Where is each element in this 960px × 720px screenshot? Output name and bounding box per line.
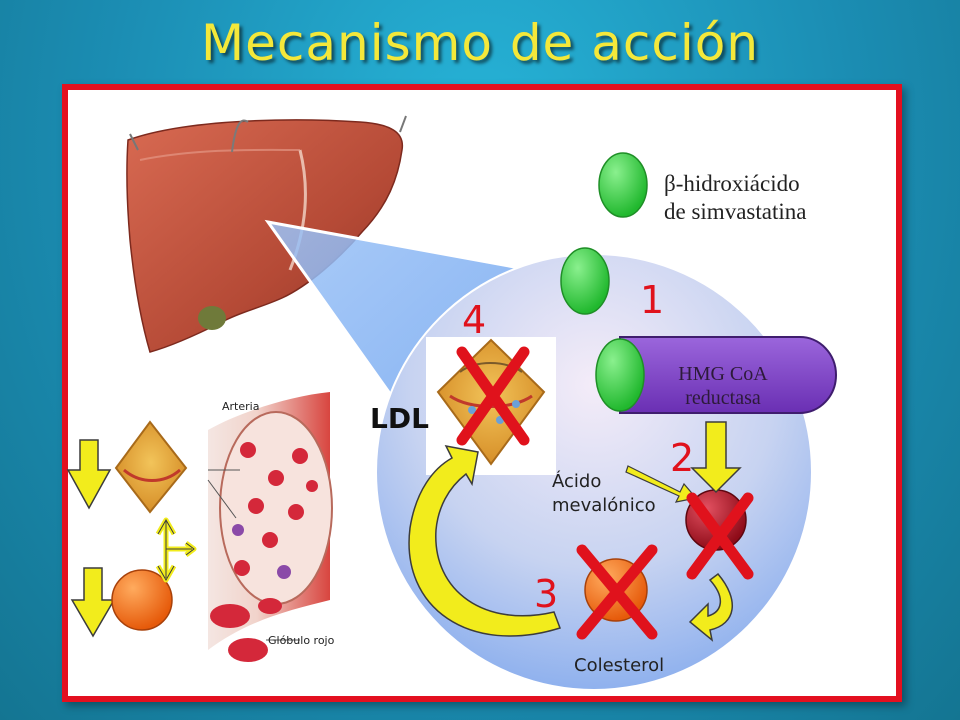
enzyme-label-line-1: HMG CoA	[678, 363, 768, 385]
ldl-decrease-indicator	[66, 420, 188, 514]
artery-illustration	[207, 392, 333, 662]
cholesterol-decrease-indicator	[70, 567, 173, 638]
legend-line-1: β-hidroxiácido	[664, 171, 800, 196]
enzyme-to-mevalonic-arrow	[690, 421, 742, 494]
enzyme-label: HMG CoA reductasa	[653, 362, 793, 410]
step-number-2: 2	[670, 436, 695, 480]
mevalonic-acid-label: Ácido mevalónico	[552, 470, 656, 518]
liver-illustration	[126, 115, 407, 353]
cross-ldl	[456, 346, 530, 446]
mevalonic-to-cholesterol-arrow	[688, 572, 733, 642]
acid-label-arrow	[625, 465, 698, 503]
cross-cholesterol	[576, 544, 658, 640]
link-arrow	[155, 517, 197, 583]
artery-label: Arteria	[222, 400, 260, 413]
hmg-coa-reductase-enzyme	[595, 336, 837, 414]
red-blood-cell-label: Glóbulo rojo	[268, 634, 335, 647]
statin-molecule	[560, 247, 610, 315]
slide-title: Mecanismo de acción	[200, 14, 760, 72]
ldl-label: LDL	[370, 402, 429, 435]
statin-legend-ellipse	[598, 152, 648, 218]
step-number-3: 3	[534, 572, 559, 616]
enzyme-label-line-2: reductasa	[685, 387, 761, 409]
mevalonic-acid-line-2: mevalónico	[552, 495, 656, 516]
legend-text: β-hidroxiácido de simvastatina	[664, 170, 806, 226]
legend-line-2: de simvastatina	[664, 199, 807, 224]
step-number-4: 4	[462, 298, 487, 342]
cholesterol-label: Colesterol	[574, 655, 665, 676]
mevalonic-acid-line-1: Ácido	[552, 471, 602, 492]
cholesterol-to-ldl-arrow	[408, 444, 561, 637]
cross-mevalonic	[686, 492, 754, 580]
step-number-1: 1	[640, 278, 665, 322]
